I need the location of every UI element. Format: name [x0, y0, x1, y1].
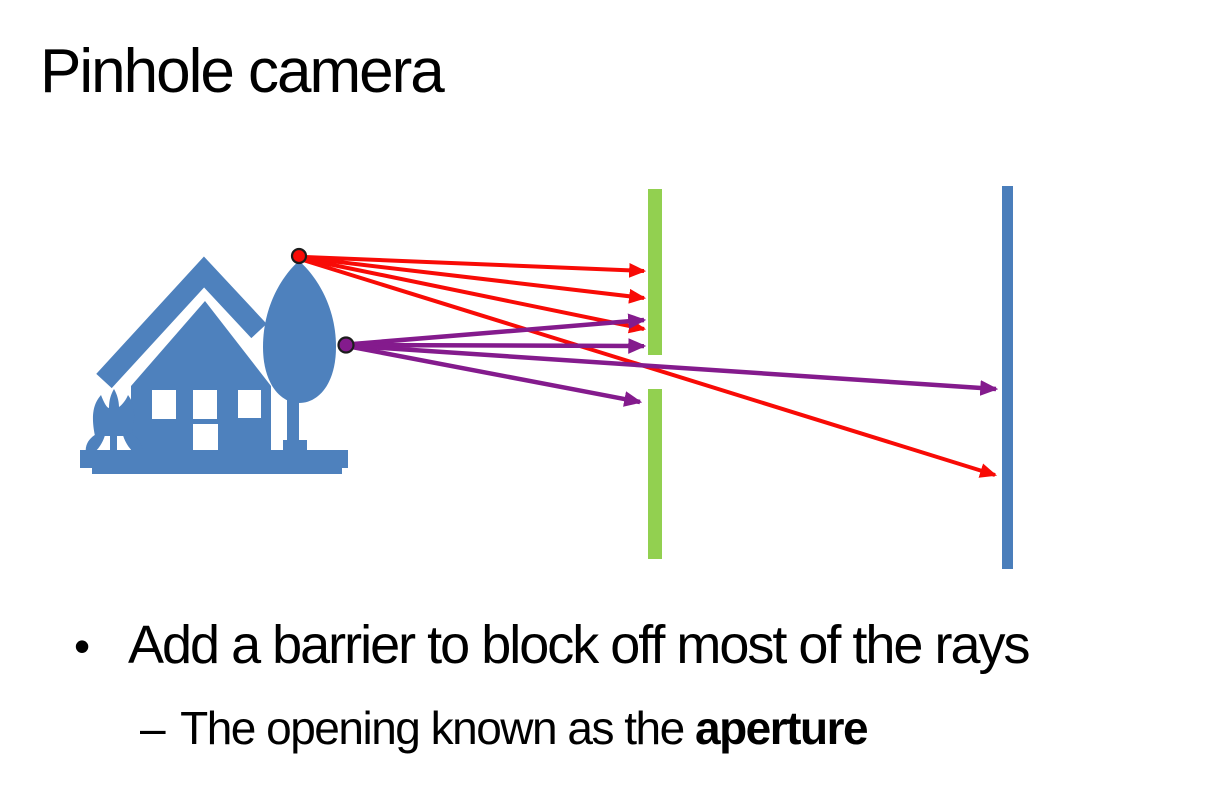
- barrier-bottom-segment: [648, 389, 662, 559]
- page-title: Pinhole camera: [40, 37, 445, 106]
- house-ground-bar: [80, 450, 348, 468]
- bullet-marker: •: [74, 620, 90, 672]
- barrier-top-segment: [648, 189, 662, 355]
- purple-ray-4: [351, 344, 643, 407]
- sub-bullet-bold-word: aperture: [694, 702, 869, 754]
- house-window-right: [238, 390, 261, 418]
- purple-ray-through-aperture: [352, 343, 999, 396]
- tree-trunk-base: [283, 440, 307, 452]
- purple-scene-point: [337, 336, 355, 354]
- sub-bullet-text: The opening known as the: [180, 702, 695, 754]
- house-tree-icon: [80, 256, 348, 474]
- tree-canopy: [263, 261, 336, 403]
- purple-ray-1: [352, 313, 647, 347]
- purple-ray-2: [352, 338, 647, 354]
- house-ground-lip: [92, 468, 342, 474]
- red-scene-point: [290, 247, 308, 265]
- tree-trunk: [287, 398, 299, 452]
- sensor-plane: [1002, 186, 1013, 569]
- house-roof: [96, 256, 267, 389]
- house-window-middle: [193, 390, 217, 419]
- house-door: [193, 424, 218, 452]
- bullet-text: Add a barrier to block off most of the r…: [128, 615, 1030, 675]
- red-ray-2: [304, 256, 647, 304]
- bullet-line: • Add a barrier to block off most of the…: [74, 614, 1030, 676]
- red-ray-1: [304, 255, 647, 278]
- red-ray-3: [303, 257, 647, 334]
- dash-marker: –: [140, 702, 166, 754]
- house-window-left: [152, 390, 176, 419]
- sub-bullet-line: – The opening known as the aperture: [140, 701, 869, 755]
